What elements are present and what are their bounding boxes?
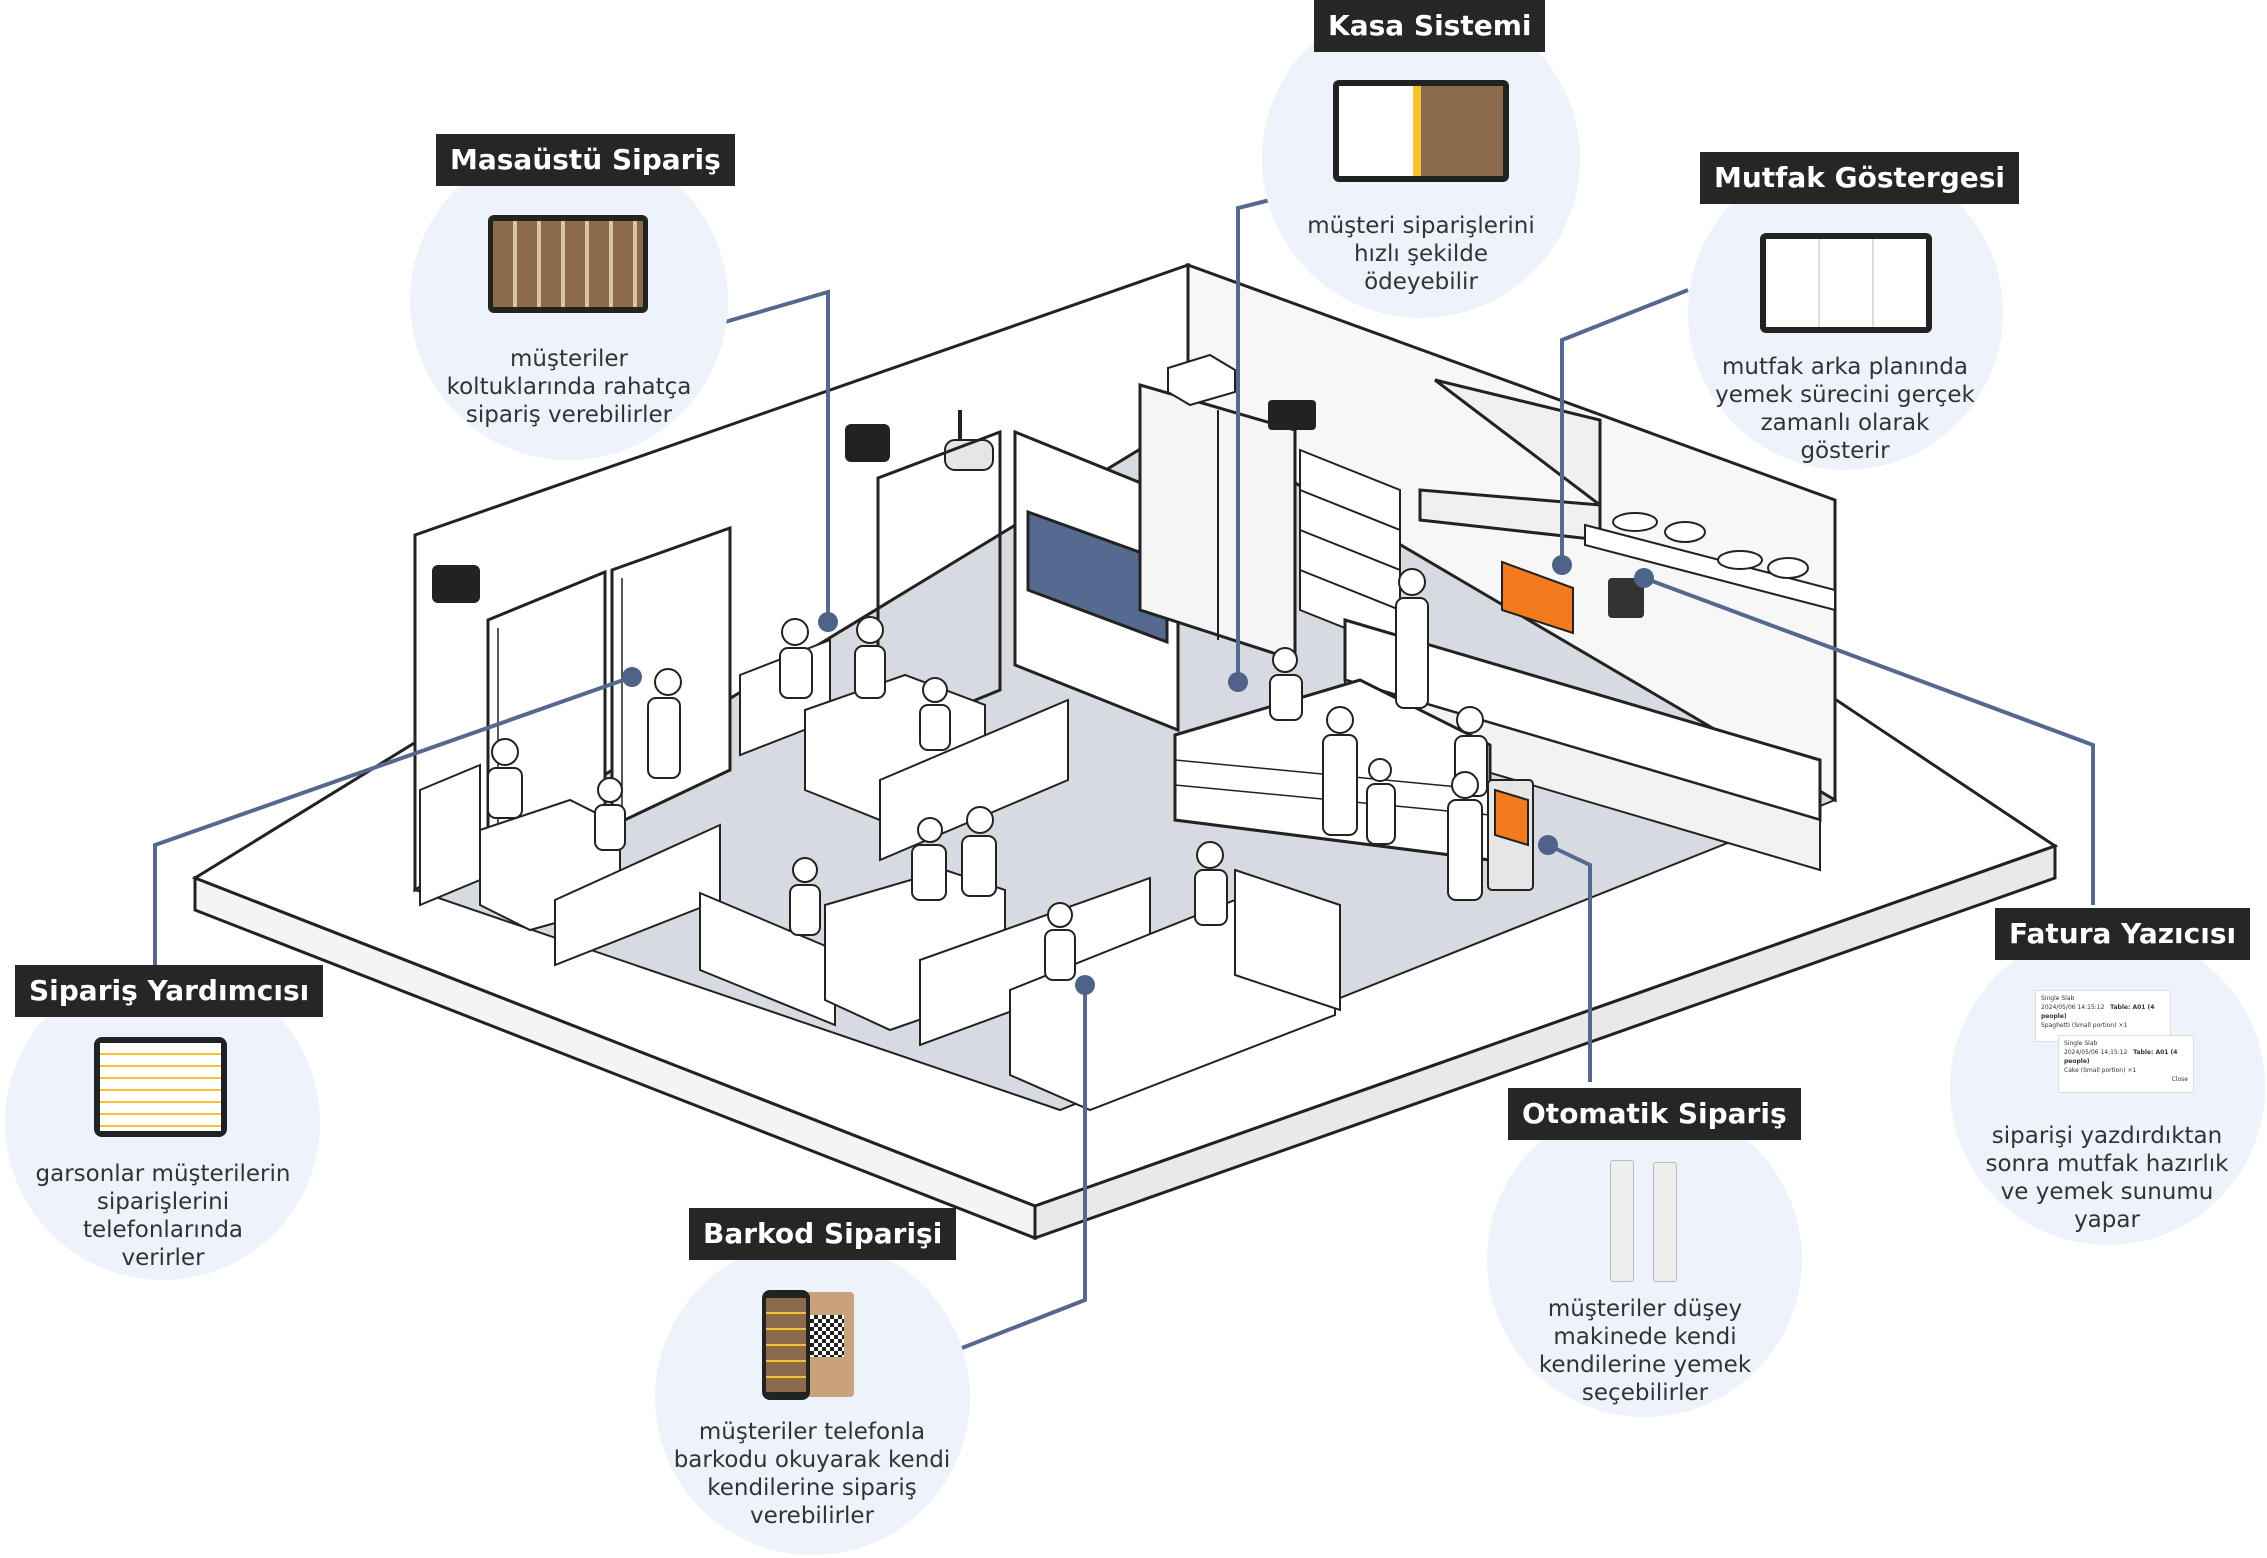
receipt-2: Single Slab 2024/05/06 14:15:12 Table: A… xyxy=(2058,1035,2194,1093)
barcode-phone-thumbnail xyxy=(762,1290,857,1400)
booth-g xyxy=(1234,868,1341,1012)
speaker-center xyxy=(845,424,890,462)
cash-register xyxy=(1268,400,1316,430)
label-barkod: Barkod Siparişi xyxy=(689,1208,957,1260)
waiter-app-thumbnail xyxy=(94,1037,227,1137)
connector-fatura xyxy=(1643,576,2095,905)
pos-thumbnail xyxy=(1333,80,1509,182)
receipt-1-item: Spaghetti (Small portion) ×1 xyxy=(2041,1022,2128,1029)
connector-otomatik xyxy=(1547,843,1592,1082)
bubble-otomatik xyxy=(1487,1102,1802,1417)
desc-kasa: müşteri siparişlerini hızlı şekilde ödey… xyxy=(1307,213,1535,295)
tablet-menu-thumbnail xyxy=(488,215,648,313)
booth-a xyxy=(419,763,481,907)
connector-barkod xyxy=(961,985,1087,1350)
connector-dots xyxy=(622,555,1654,995)
speaker-left xyxy=(432,565,480,603)
receipt-2-item: Cake (Small portion) ×1 xyxy=(2064,1067,2137,1074)
pos-screen xyxy=(1339,86,1503,176)
wall-tv xyxy=(1026,509,1169,645)
range-hood xyxy=(1418,378,1602,542)
floor-slab-right-edge xyxy=(1033,843,2057,1241)
waiter-app-screen xyxy=(100,1043,221,1131)
desc-mutfak: mutfak arka planında yemek sürecini gerç… xyxy=(1715,354,1975,464)
connector-lines xyxy=(153,198,2095,1350)
desc-otomatik: müşteriler düşey makinede kendi kendiler… xyxy=(1538,1296,1752,1406)
desc-yardimci: garsonlar müşterilerin siparişlerini tel… xyxy=(35,1161,291,1271)
kiosk-thumbnail xyxy=(1605,1160,1685,1282)
receipt-2-header: Single Slab xyxy=(2064,1040,2098,1047)
receipt-2-meta: 2024/05/06 14:15:12 Table: A01 (4 people… xyxy=(2064,1049,2178,1065)
label-mutfak: Mutfak Göstergesi xyxy=(1700,152,2019,204)
desc-barkod: müşteriler telefonla barkodu okuyarak ke… xyxy=(673,1419,951,1529)
receipt-1-meta: 2024/05/06 14:15:12 Table: A01 (4 people… xyxy=(2041,1004,2155,1020)
booth-b xyxy=(554,823,721,967)
people xyxy=(487,568,1488,981)
desc-fatura: siparişi yazdırdıktan sonra mutfak hazır… xyxy=(1985,1123,2229,1233)
desc-masaustu: müşteriler koltuklarında rahatça sipariş… xyxy=(446,346,692,428)
kitchen-display-thumbnail xyxy=(1760,233,1932,333)
label-masaustu: Masaüstü Sipariş xyxy=(436,134,735,186)
connector-yardimci xyxy=(153,675,633,968)
receipt-2-close-button[interactable]: Close xyxy=(2171,1076,2188,1083)
phone-screen xyxy=(766,1298,806,1392)
connector-masaustu xyxy=(724,289,830,622)
kiosk-1 xyxy=(1610,1160,1634,1282)
kitchen-display-thumbnail-screen xyxy=(1766,239,1926,327)
kiosk-2 xyxy=(1653,1162,1677,1282)
label-fatura: Fatura Yazıcısı xyxy=(1995,908,2251,960)
box xyxy=(1167,353,1236,407)
kiosk-screen xyxy=(1494,788,1529,847)
tablet-screen xyxy=(493,221,643,307)
bowls-2 xyxy=(1767,557,1809,579)
label-yardimci: Sipariş Yardımcısı xyxy=(15,965,324,1017)
label-otomatik: Otomatik Sipariş xyxy=(1508,1088,1801,1140)
receipt-printer xyxy=(1608,578,1644,618)
plates-2 xyxy=(1717,550,1763,570)
connector-mutfak xyxy=(1560,288,1689,565)
kitchen-display-screen xyxy=(1501,560,1574,635)
label-kasa: Kasa Sistemi xyxy=(1314,0,1546,52)
receipt-1-header: Single Slab xyxy=(2041,995,2075,1002)
plates-1 xyxy=(1612,512,1658,532)
connector-kasa xyxy=(1236,198,1271,680)
bowls-1 xyxy=(1664,521,1706,543)
